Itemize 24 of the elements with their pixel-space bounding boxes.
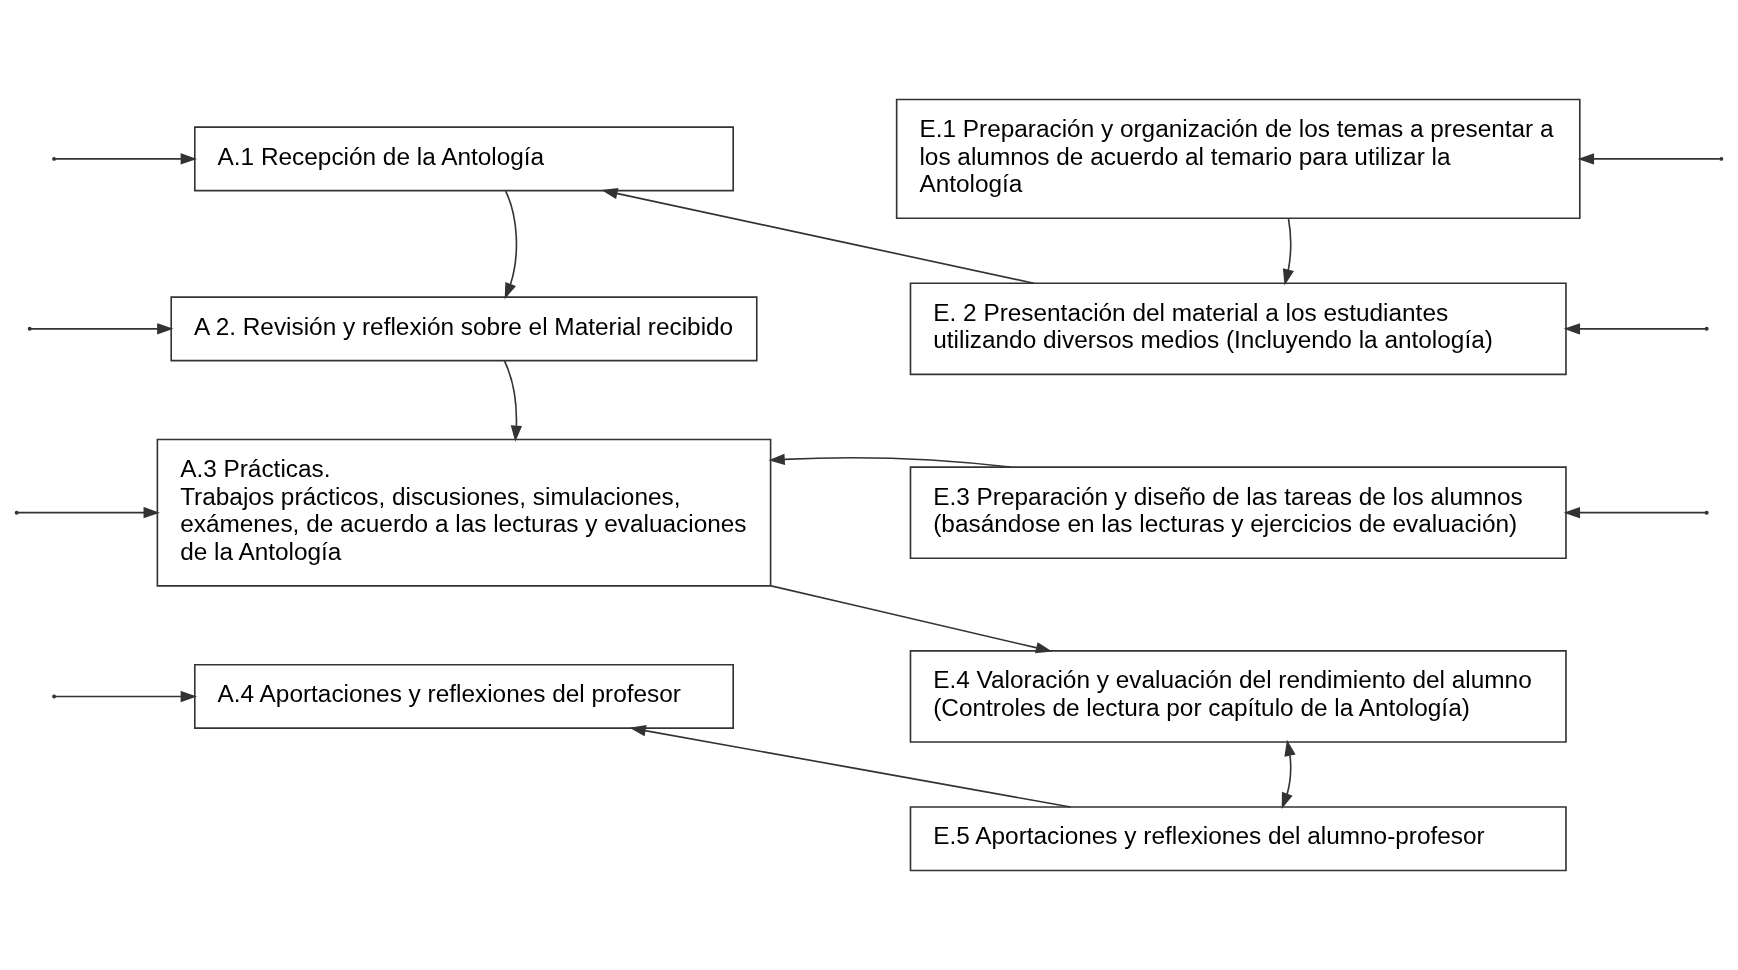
node-box: E.5 Aportaciones y reflexiones del alumno-profesor (909, 806, 1567, 872)
arrow (503, 359, 523, 442)
arrow (54, 690, 197, 703)
arrow (629, 725, 1072, 808)
node-box: E. 2 Presentación del material a los estudiantes utilizando diversos medios (Incluyendo la antología) (909, 282, 1567, 376)
arrow (1577, 153, 1721, 165)
arrow (1282, 217, 1294, 286)
node-box: A.3 Prácticas. Trabajos prácticos, discusiones, simulaciones, exámenes, de acuerdo a las lecturas y evaluaciones de la Antología (156, 438, 772, 587)
node-box: E.3 Preparación y diseño de las tareas de los alumnos (basándose en las lecturas y ejercicios de evaluación) (909, 466, 1567, 559)
node-box: E.4 Valoración y evaluación del rendimiento del alumno (Controles de lectura por capítulo de la Antología) (909, 650, 1567, 743)
node-box: E.1 Preparación y organización de los temas a presentar a los alumnos de acuerdo al temario para utilizar la Antología (895, 98, 1581, 220)
node-box: A.4 Aportaciones y reflexiones del profesor (193, 663, 734, 729)
arrow (1281, 739, 1296, 809)
node-box: A 2. Revisión y reflexión sobre el Material recibido (170, 296, 758, 362)
arrow (770, 585, 1053, 654)
node-box: A.1 Recepción de la Antología (193, 126, 734, 192)
arrow (1563, 323, 1706, 335)
arrow (504, 190, 518, 300)
arrow (768, 453, 1012, 468)
arrow (17, 506, 160, 519)
arrow (601, 187, 1035, 285)
arrow (30, 323, 174, 335)
arrow (1563, 506, 1706, 519)
arrow (54, 153, 197, 165)
